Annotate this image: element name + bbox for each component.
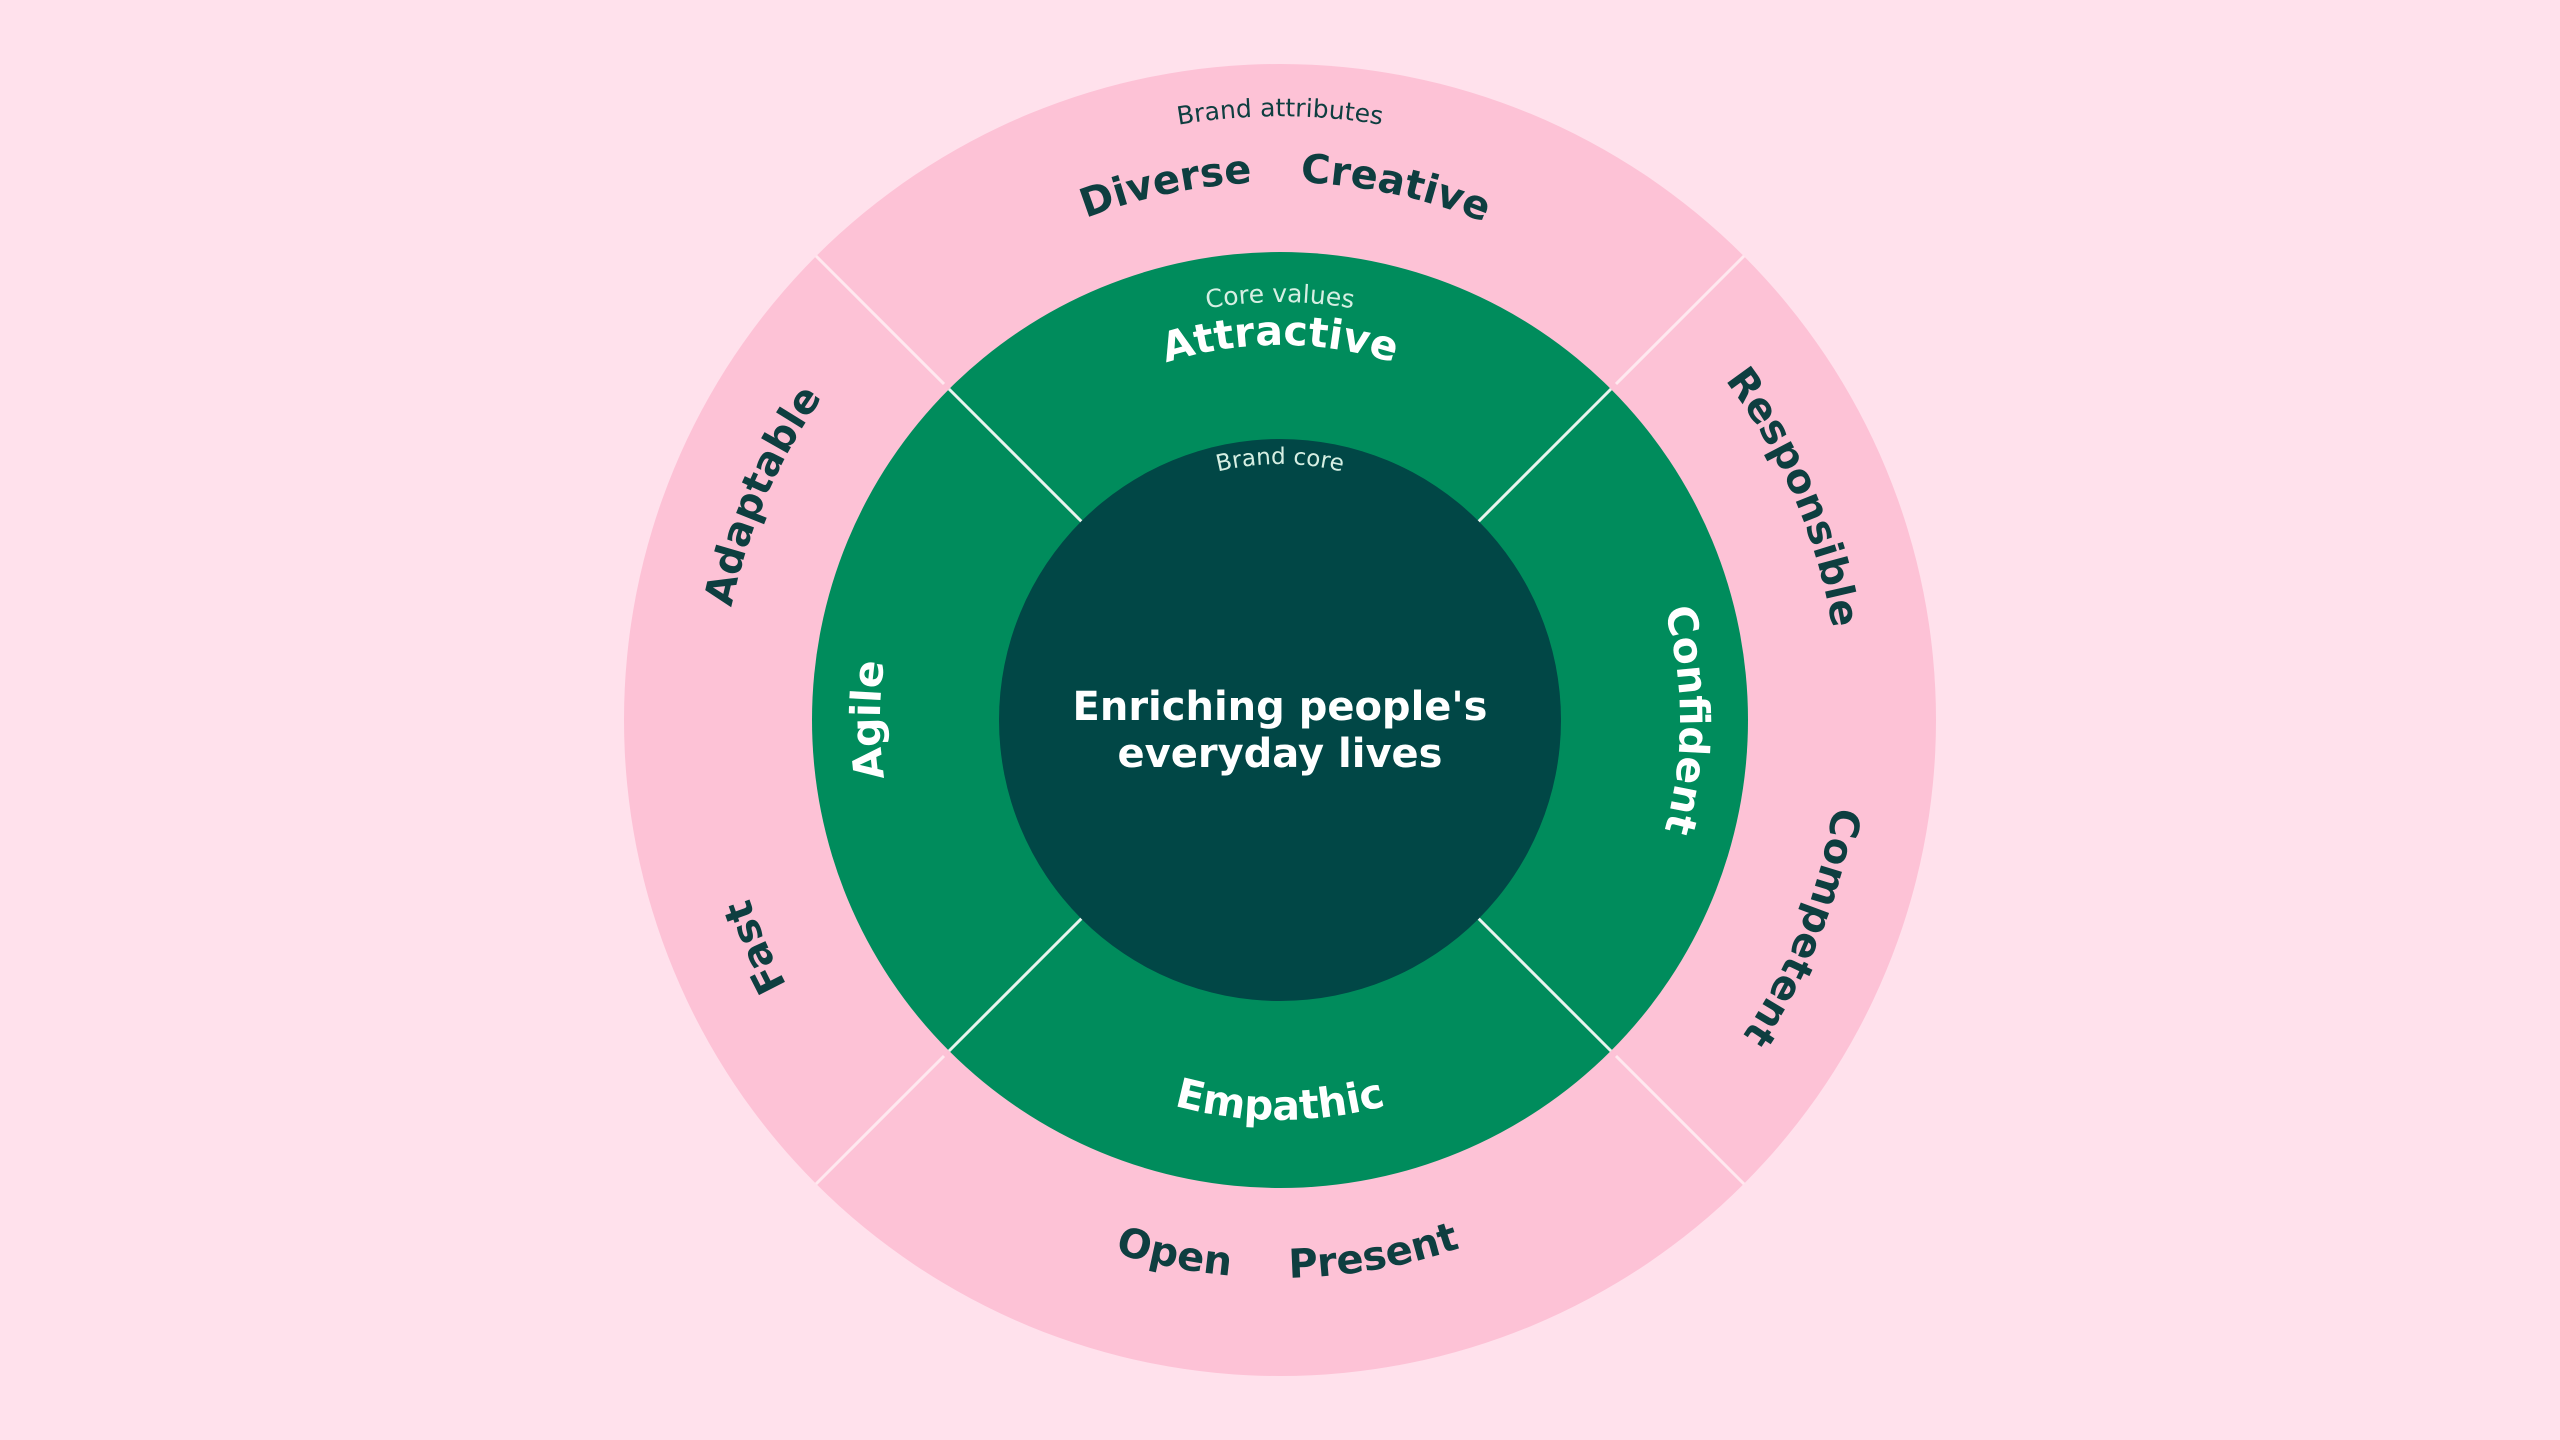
brand-core-statement-line1: Enriching people's: [1073, 684, 1488, 730]
value-agile: Agile: [842, 658, 894, 783]
divider-top-left: [814, 254, 946, 386]
divider-mid-top-right: [1476, 387, 1613, 524]
divider-bottom-right: [1614, 1054, 1746, 1186]
divider-mid-bottom-left: [947, 916, 1084, 1053]
brand-core-statement-line2: everyday lives: [1118, 731, 1443, 777]
outer-dividers: [814, 254, 1746, 1186]
divider-mid-top-left: [947, 387, 1084, 524]
brand-core-circle: [999, 439, 1561, 1001]
middle-dividers: [947, 387, 1613, 1053]
divider-bottom-left: [814, 1054, 946, 1186]
divider-top-right: [1614, 254, 1746, 386]
divider-mid-bottom-right: [1476, 916, 1613, 1053]
